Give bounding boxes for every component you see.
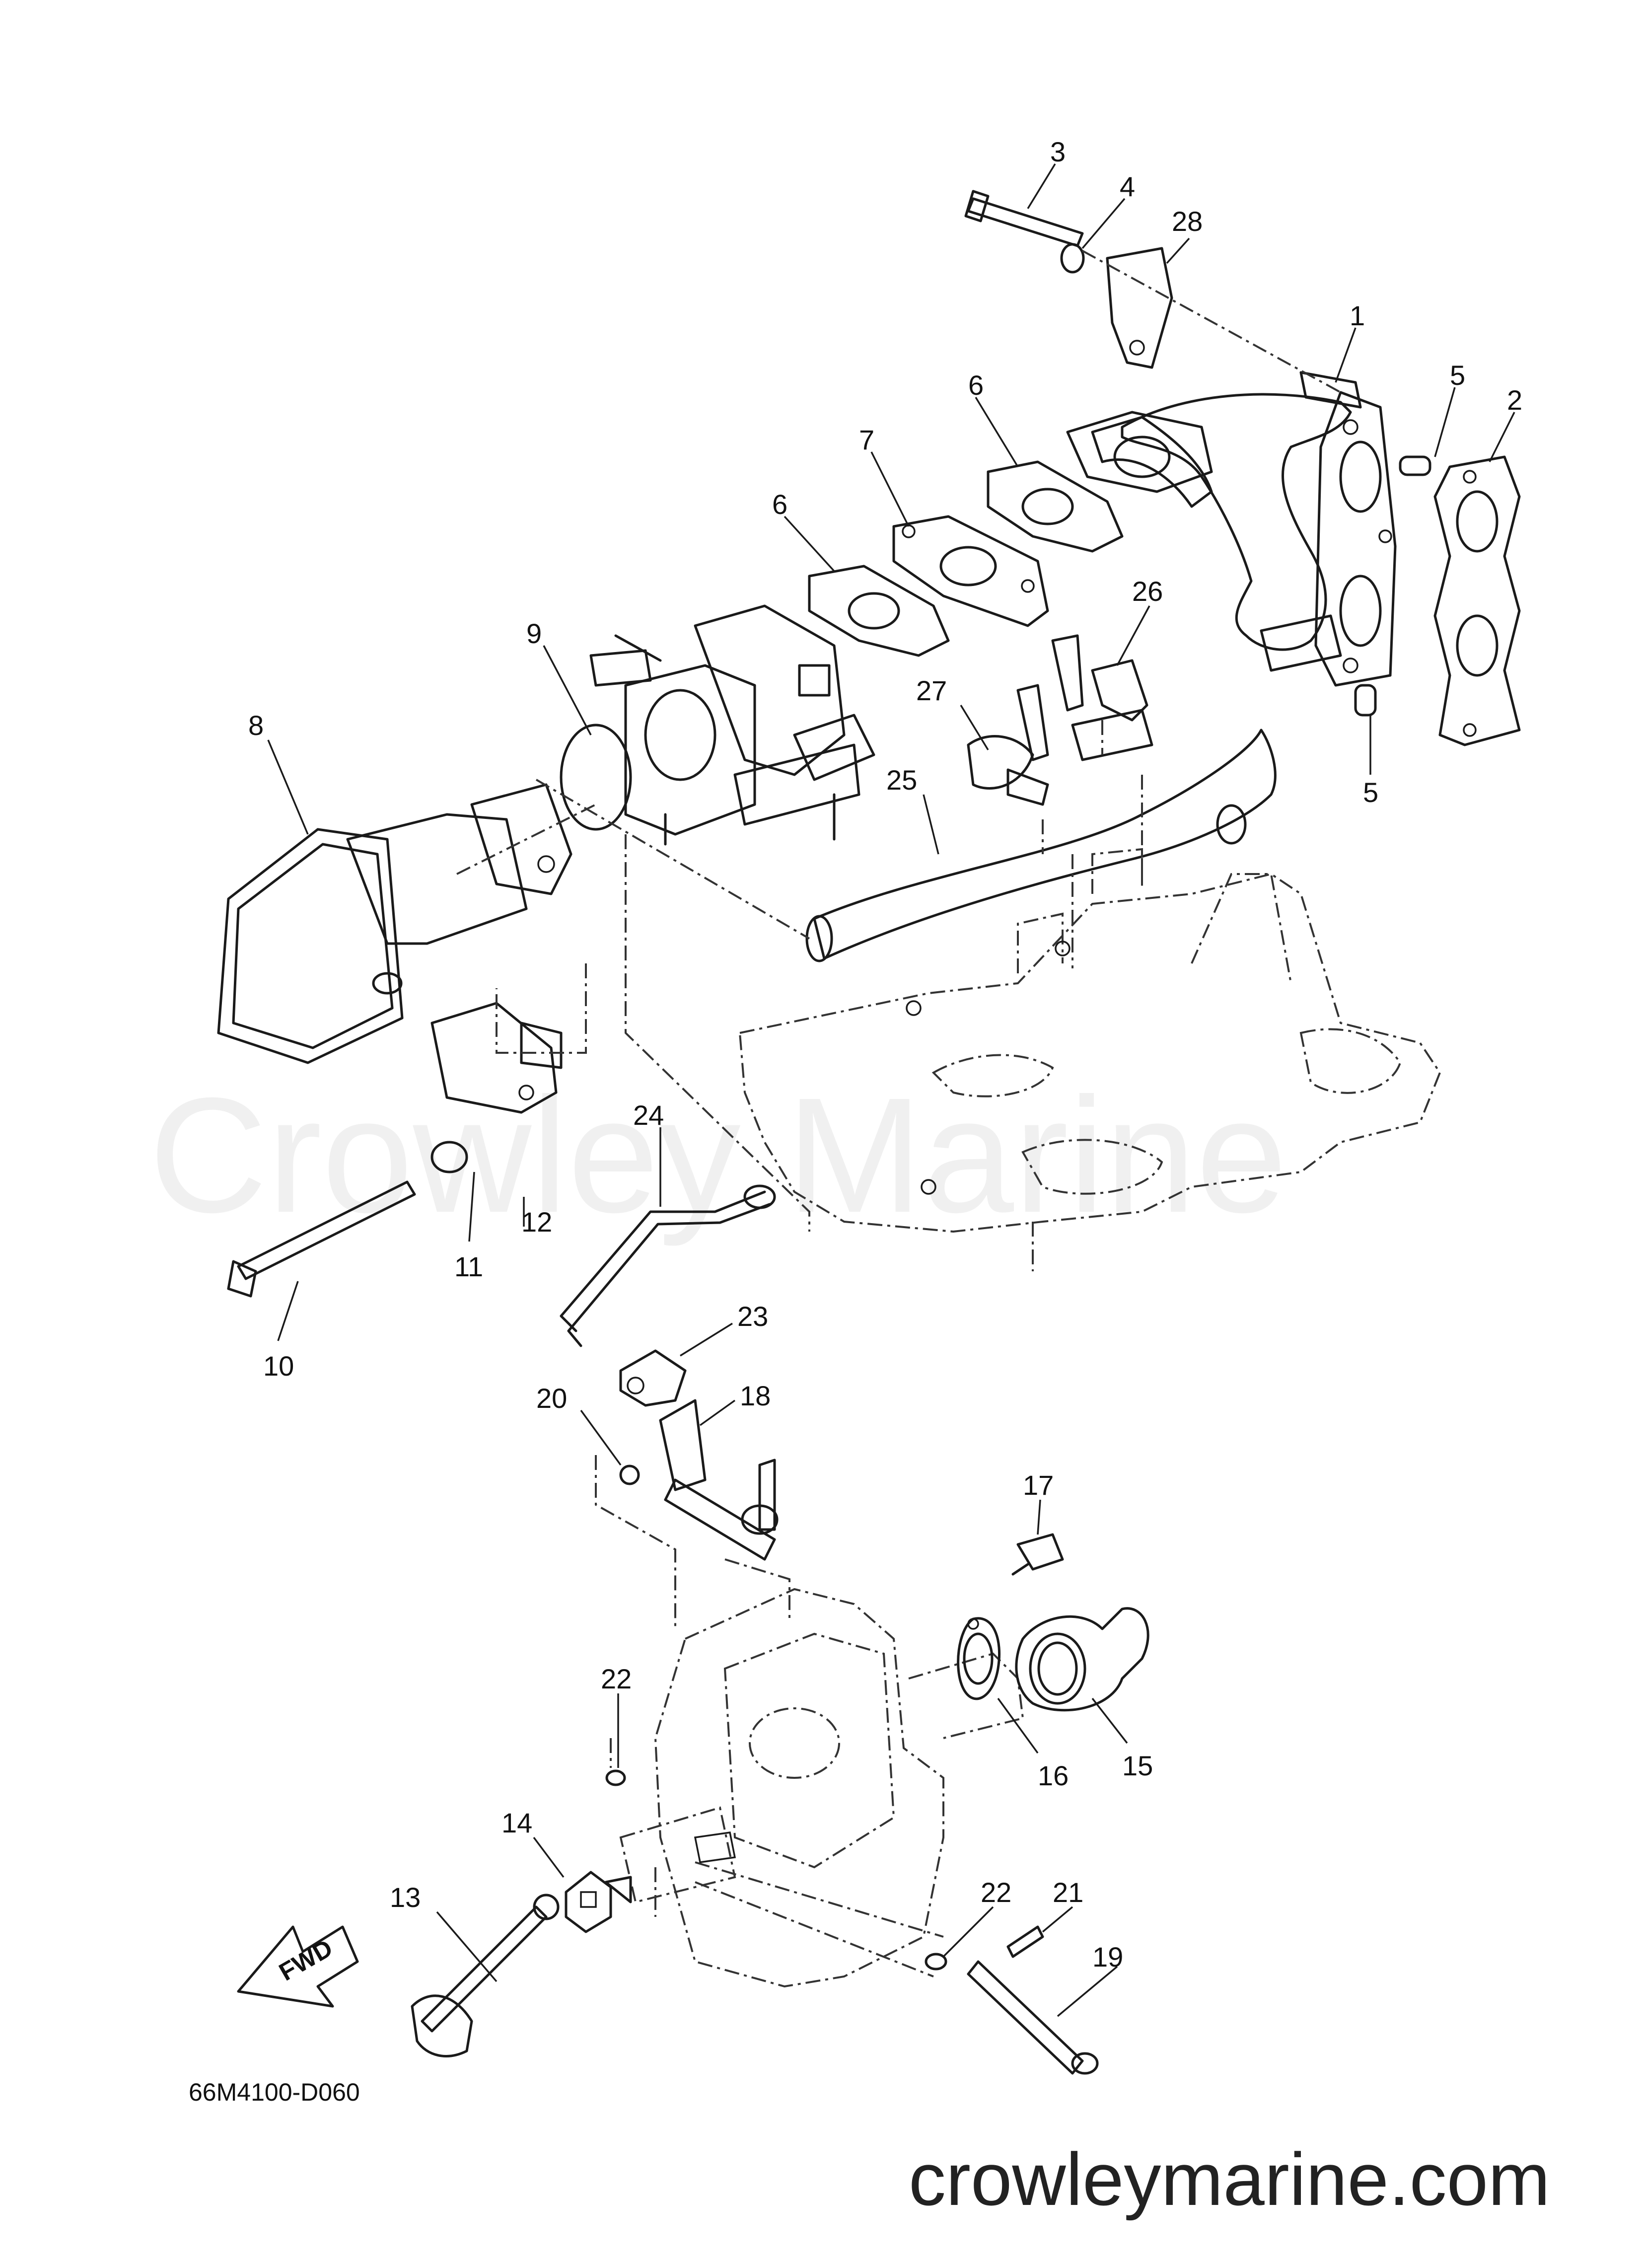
hose-clamps	[967, 634, 1153, 806]
pins-and-washers	[605, 1769, 1099, 2075]
lower-silencer	[619, 1588, 1024, 1988]
callout-17: 17	[1023, 1469, 1054, 1501]
callout-24: 24	[633, 1099, 664, 1131]
engine-block	[738, 848, 1441, 1271]
drain-plug-assembly	[411, 1871, 632, 2057]
callout-4: 4	[1120, 171, 1135, 202]
callout-5b: 5	[1363, 777, 1378, 808]
callout-5a: 5	[1450, 360, 1465, 391]
callout-21: 21	[1053, 1877, 1083, 1908]
leader-lines	[267, 163, 1515, 2017]
assembly-lines	[456, 720, 1143, 1768]
dowel-pin-lower	[1354, 684, 1377, 717]
carburetor	[589, 604, 875, 846]
diagram-code: 66M4100-D060	[189, 2078, 360, 2106]
callout-18: 18	[740, 1380, 771, 1411]
callout-14: 14	[501, 1807, 532, 1838]
callout-16: 16	[1038, 1760, 1069, 1791]
callout-23: 23	[737, 1301, 768, 1332]
throttle-link-rod	[560, 1184, 776, 1347]
watermark-text: Crowley Marine	[149, 1063, 1287, 1247]
callout-10: 10	[263, 1350, 294, 1382]
callout-26: 26	[1132, 576, 1163, 607]
callout-6b: 6	[772, 489, 787, 520]
fwd-label: FWD	[275, 1934, 338, 1986]
silencer-bolt	[227, 1141, 468, 1298]
callout-6a: 6	[968, 369, 984, 401]
callout-3: 3	[1050, 136, 1066, 167]
callout-7: 7	[859, 424, 874, 455]
dowel-pin-upper	[1399, 455, 1431, 476]
fwd-arrow: FWD	[237, 1925, 359, 2008]
fuel-hose	[805, 729, 1277, 962]
callout-8: 8	[248, 710, 264, 741]
carburetor-gaskets	[808, 460, 1124, 657]
callout-19: 19	[1092, 1941, 1123, 1973]
footer-url: crowleymarine.com	[909, 2137, 1550, 2221]
manifold-gasket	[1433, 455, 1521, 746]
intake-manifold	[1066, 371, 1397, 687]
grommet-gasket-screw	[957, 1533, 1149, 1712]
callout-27: 27	[916, 675, 947, 706]
callout-15: 15	[1122, 1750, 1153, 1781]
callout-22b: 22	[981, 1877, 1011, 1908]
linkage-parts	[619, 1349, 779, 1561]
callout-25: 25	[886, 764, 917, 796]
callout-20: 20	[536, 1383, 567, 1414]
callout-28: 28	[1172, 206, 1203, 237]
callout-2: 2	[1507, 384, 1522, 416]
callout-11: 11	[454, 1251, 483, 1282]
callout-1: 1	[1350, 300, 1365, 331]
callout-22a: 22	[601, 1663, 632, 1694]
callout-labels: 1 2 3 4 5 5 6 6 7 8 9 10 11 12 13 14 15 …	[248, 136, 1522, 1973]
callout-9: 9	[526, 618, 542, 649]
bolt-washer-bracket	[964, 190, 1341, 393]
callout-12: 12	[521, 1206, 552, 1238]
callout-13: 13	[390, 1882, 421, 1913]
o-ring	[560, 724, 632, 831]
